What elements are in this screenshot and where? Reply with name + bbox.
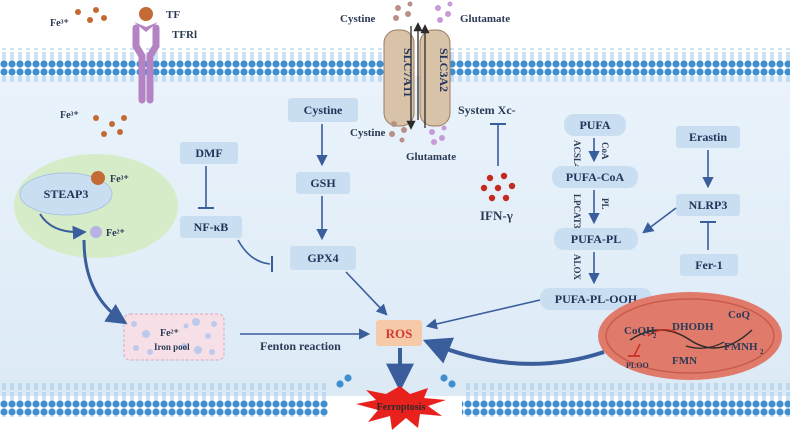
slc7a11-label: SLC7A11	[401, 48, 415, 97]
iron-pool-dots	[131, 318, 217, 355]
nlrp3-to-pl-arrow	[642, 207, 677, 234]
glutamate-dots-inside	[429, 125, 447, 145]
fe3-outside-label: Fe³⁺	[50, 18, 69, 29]
transporter-icon	[383, 22, 451, 127]
glutamate-dots-top	[435, 1, 453, 23]
coqh2-sub: 2	[653, 332, 657, 340]
cystine-box-label: Cystine	[304, 103, 343, 117]
ferroptosis-burst-icon	[356, 386, 446, 430]
ooh-to-ros-arrow	[425, 299, 541, 330]
fe2-steap-label: Fe²⁺	[106, 228, 125, 239]
ifn-dots	[480, 172, 516, 202]
fe3-dots-inside	[93, 115, 127, 137]
dhodh-label: DHODH	[672, 321, 714, 333]
fer1-label: Fer-1	[695, 258, 723, 272]
pufa-pl-label: PUFA-PL	[571, 232, 621, 246]
dmf-label: DMF	[195, 146, 222, 160]
coqh2-label: CoQH	[624, 325, 655, 337]
pufa-pl-box	[554, 228, 638, 250]
gpx4-box	[290, 246, 356, 270]
nlrp3-box	[676, 194, 740, 216]
gpx4-label: GPX4	[307, 251, 338, 265]
fe3-dots-outside	[75, 7, 107, 23]
pufa-box	[564, 114, 626, 136]
gsh-box	[296, 172, 350, 194]
cystine-dots-top	[393, 1, 413, 21]
ferroptosis-label: Ferroptosis	[377, 402, 426, 413]
alox-label: ALOX	[572, 254, 582, 281]
cystine-top-label: Cystine	[340, 13, 376, 25]
fer1-box	[680, 254, 738, 276]
fe2-to-pool-arrow	[82, 239, 128, 325]
nfkb-box	[180, 216, 242, 238]
lpcat3-label: LPCAT3	[572, 194, 582, 229]
fmnh2-sub: 2	[760, 348, 764, 356]
erastin-label: Erastin	[689, 130, 727, 144]
cystine-box	[288, 98, 358, 122]
acsl4-label: ACSL4	[572, 140, 582, 169]
fenton-label: Fenton reaction	[260, 339, 341, 353]
fe2-pool-label: Fe²⁺	[160, 328, 179, 339]
erastin-box	[676, 126, 740, 148]
iron-pool-label: Iron pool	[154, 342, 190, 352]
fe2-ion-icon	[90, 226, 102, 238]
pufa-coa-label: PUFA-CoA	[566, 170, 625, 184]
tf-label: TF	[166, 9, 180, 21]
pufa-label: PUFA	[579, 118, 610, 132]
mitochondrion-icon	[598, 292, 782, 380]
glutamate-inside-label: Glutamate	[406, 151, 456, 163]
slc3a2-label: SLC3A2	[437, 48, 451, 92]
membrane-top-right	[450, 48, 790, 82]
tf-receptor-icon	[132, 7, 160, 104]
mito-to-ros-arrow	[422, 337, 605, 366]
nlrp3-label: NLRP3	[689, 198, 728, 212]
fe3-steap-label: Fe³⁺	[110, 174, 129, 185]
ploo-inhibit-line	[633, 343, 641, 357]
fe3-inside-label: Fe³⁺	[60, 110, 79, 121]
membrane-bottom-right	[462, 383, 790, 417]
gpx4-to-ros-arrow	[345, 271, 388, 316]
ifn-label: IFN-γ	[480, 208, 513, 223]
ros-box	[376, 320, 422, 346]
system-xc-label: System Xc-	[458, 103, 516, 117]
dmf-box	[180, 142, 238, 164]
ploo-label: PLOO	[626, 361, 649, 370]
nfkb-label: NF-κB	[194, 220, 229, 234]
steap3-box	[19, 172, 113, 216]
cystine-inside-label: Cystine	[350, 127, 386, 139]
fmnh2-label: FMNH	[724, 341, 758, 353]
coq-label: CoQ	[728, 309, 750, 321]
cystine-dots-inside	[389, 121, 407, 143]
fe3-ion-icon	[91, 171, 105, 185]
pufa-pl-ooh-label: PUFA-PL-OOH	[555, 292, 638, 306]
pl-label: PL	[600, 198, 610, 210]
pufa-pl-ooh-box	[540, 288, 652, 310]
gsh-label: GSH	[310, 176, 336, 190]
glutamate-top-label: Glutamate	[460, 13, 510, 25]
nfkb-inhibit-line	[237, 239, 271, 265]
membrane-fragments	[336, 374, 456, 388]
fmn-label: FMN	[672, 355, 697, 367]
ros-label: ROS	[386, 326, 413, 341]
tfr1-label: TFRl	[172, 29, 197, 41]
steap3-reduce-arrow	[39, 213, 87, 240]
membrane-bottom-left	[0, 383, 328, 417]
membrane-top-left	[0, 48, 384, 82]
pufa-coa-box	[552, 166, 638, 188]
steap3-label: STEAP3	[44, 187, 89, 201]
coa-label: CoA	[600, 142, 610, 160]
